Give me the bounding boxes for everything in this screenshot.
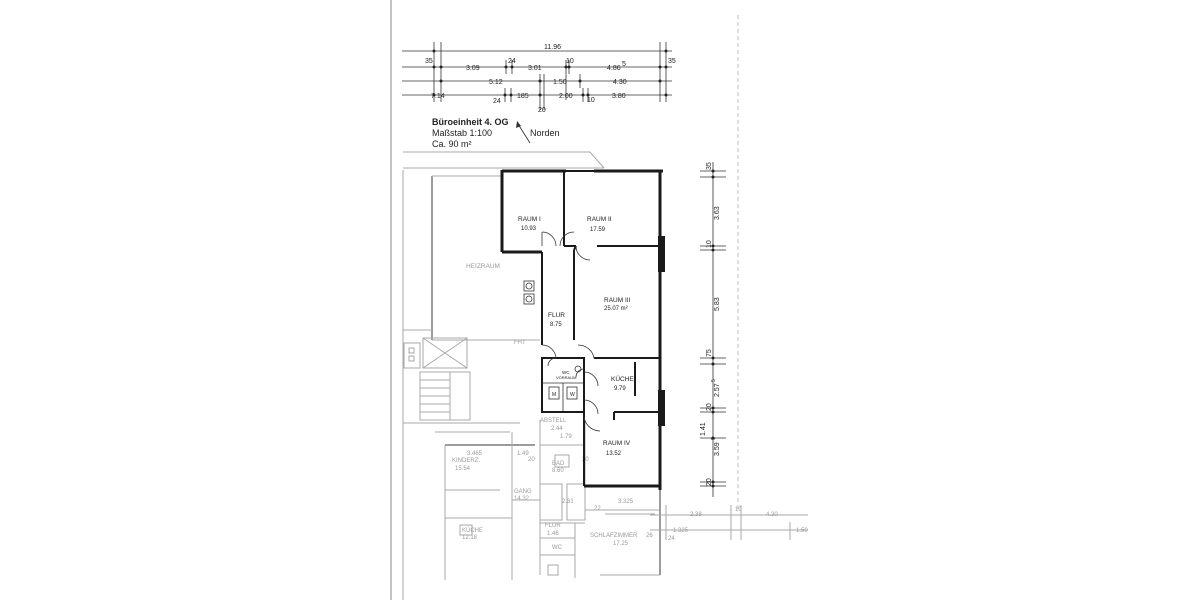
dim-22: 22 xyxy=(594,506,601,512)
label-kueche-neighbour-area: 12.18 xyxy=(462,535,478,541)
dim-r2-left: 35 xyxy=(425,58,433,65)
rdim-3-63: 3.63 xyxy=(714,206,721,220)
label-abstell: ABSTELL xyxy=(540,418,567,424)
dim-r2-right: 35 xyxy=(668,58,676,65)
room-raum-4-area: 13.52 xyxy=(606,451,622,457)
dim-3-465: 3.465 xyxy=(467,451,483,457)
dim-24: 24 xyxy=(668,536,675,542)
plan-title: Büroeinheit 4. OG xyxy=(432,117,509,127)
label-flur-neighbour-area: 1.46 xyxy=(547,531,559,537)
dim-r3-a: 5.12 xyxy=(489,79,503,86)
rdim-2-57: 2.57 xyxy=(714,383,721,397)
room-flur-name: FLUR xyxy=(548,312,565,319)
room-raum-1-name: RAUM I xyxy=(518,216,541,223)
room-wc-m: M xyxy=(552,392,556,398)
room-raum-4-name: RAUM IV xyxy=(603,440,631,447)
dim-1-50: 1.50 xyxy=(796,528,808,534)
door-swings xyxy=(541,231,601,432)
north-arrow-icon xyxy=(516,121,531,144)
label-gang: GANG xyxy=(514,489,532,495)
room-raum-2-name: RAUM II xyxy=(587,216,612,223)
label-bad: BAD xyxy=(552,461,565,467)
rdim-20-a: 20 xyxy=(706,403,713,411)
room-wc-name: WC xyxy=(562,370,570,375)
room-wc-w: W xyxy=(570,392,575,398)
dim-1-49: 1.49 xyxy=(517,451,529,457)
dim-r2-d: 10 xyxy=(566,58,574,65)
dim-26: 26 xyxy=(646,533,653,539)
label-heizraum: HEIZRAUM xyxy=(466,263,500,270)
rdim-3-59-sup: 5 xyxy=(711,437,717,440)
dim-total: 11.96 xyxy=(544,44,561,51)
dim-20a: 20 xyxy=(528,457,535,463)
office-walls xyxy=(500,169,665,490)
dim-r2-e: 4.86 xyxy=(607,65,621,72)
room-kueche-name: KÜCHE xyxy=(611,375,634,383)
dim-r4-b: 185 xyxy=(517,93,529,100)
rdim-75: 75 xyxy=(706,349,713,357)
label-bad-area: 8.60 xyxy=(552,468,564,474)
plan-area: Ca. 90 m² xyxy=(432,139,472,149)
rdim-3-59: 3.59 xyxy=(714,442,721,456)
dim-2-31: 2.31 xyxy=(562,499,574,505)
top-dimension-chain: 11.96 35 3.09 24 3.01 10 4.86 5 35 5.12 … xyxy=(402,42,676,114)
dim-r2-b: 24 xyxy=(508,58,516,65)
room-raum-3-area: 25.07 m² xyxy=(604,306,628,312)
dim-r4-a: 7.14 xyxy=(431,93,445,100)
heating-appliances xyxy=(523,280,535,305)
plan-scale: Maßstab 1:100 xyxy=(432,128,492,138)
dim-r4-below-c: 10 xyxy=(587,97,595,104)
neighbour-building xyxy=(402,151,808,600)
plan-header: Büroeinheit 4. OG Maßstab 1:100 Ca. 90 m… xyxy=(432,117,560,149)
label-flur-neighbour: FLUR xyxy=(545,523,561,529)
right-dimension-chain: 35 3.63 10 5.83 75 2.57 5 20 1.41 3.59 5… xyxy=(700,162,726,497)
dim-20b: 20 xyxy=(582,457,589,463)
rdim-2-57-sup: 5 xyxy=(711,379,717,382)
rdim-35: 35 xyxy=(706,162,713,170)
dim-r4-d: 3.80 xyxy=(612,93,626,100)
dim-r3-b: 1.50 xyxy=(553,79,567,86)
label-kinderz: KINDERZ. xyxy=(452,458,480,464)
label-wc-neighbour: WC xyxy=(552,545,563,551)
dim-r3-c: 4.30 xyxy=(613,79,627,86)
dim-r4-c: 2.00 xyxy=(559,93,573,100)
neighbour-labels: HEIZRAUM FHT ABSTELL 2.44 1.79 3.465 1.4… xyxy=(452,263,808,551)
rdim-10: 10 xyxy=(706,240,713,248)
room-labels: RAUM I 10.93 RAUM II 17.59 RAUM III 25.0… xyxy=(518,216,634,457)
dim-10: 10 xyxy=(735,507,742,513)
room-raum-3-name: RAUM III xyxy=(604,297,631,304)
room-kueche-area: 9.79 xyxy=(614,386,626,392)
label-schlafzimmer: SCHLAFZIMMER xyxy=(590,533,638,539)
rdim-20-b: 20 xyxy=(706,478,713,486)
dim-1-79: 1.79 xyxy=(560,434,572,440)
room-flur-area: 8.75 xyxy=(550,322,562,328)
label-kueche-neighbour: KÜCHE xyxy=(462,527,483,534)
dim-r2-c: 3.01 xyxy=(528,65,542,72)
label-abstell-area: 2.44 xyxy=(551,426,563,432)
room-wc-sub: VORRAUM xyxy=(556,375,576,380)
dim-3-325: 3.325 xyxy=(618,499,634,505)
dim-r2-e-sup: 5 xyxy=(622,61,626,68)
dim-r4-below-a: 24 xyxy=(493,98,501,105)
label-schlafzimmer-area: 17.25 xyxy=(613,541,629,547)
dim-4-30: 4.30 xyxy=(766,512,778,518)
room-raum-1-area: 10.93 xyxy=(521,226,537,232)
label-gang-area: 14.32 xyxy=(514,496,530,502)
dim-r4-below-b: 20 xyxy=(538,107,546,114)
north-label: Norden xyxy=(530,128,560,138)
rdim-5-83: 5.83 xyxy=(714,297,721,311)
label-kinderz-area: 15.54 xyxy=(455,466,471,472)
rdim-1-41: 1.41 xyxy=(700,422,707,436)
dim-2-38: 2.38 xyxy=(690,512,702,518)
room-raum-2-area: 17.59 xyxy=(590,227,606,233)
dim-r2-a: 3.09 xyxy=(466,65,480,72)
dim-1-325: 1.325 xyxy=(673,528,689,534)
label-fht: FHT xyxy=(514,340,526,346)
